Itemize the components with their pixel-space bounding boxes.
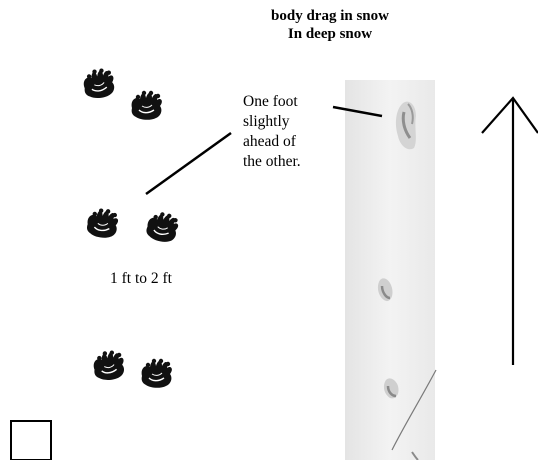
paw-print-icon xyxy=(82,67,116,100)
arrow-up-icon xyxy=(482,98,538,365)
empty-box-icon xyxy=(11,421,51,460)
paw-print-icon xyxy=(92,349,125,381)
paw-print-icon xyxy=(86,207,119,239)
snow-track-photo xyxy=(345,80,436,460)
paw-print-icon xyxy=(142,359,172,388)
paw-print-icon xyxy=(132,91,162,120)
track-pointer-line xyxy=(146,133,231,194)
paw-print-icon xyxy=(145,210,181,245)
